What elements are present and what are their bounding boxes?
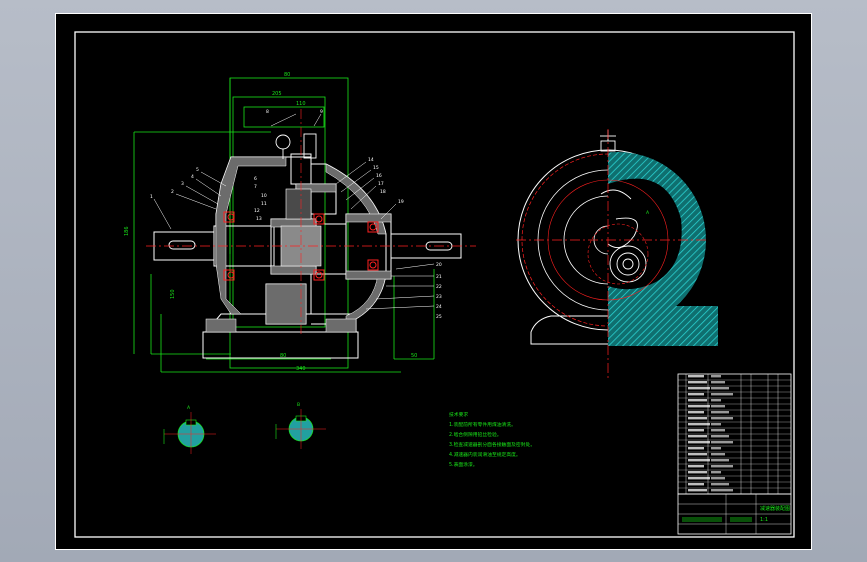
- parts-list-entry: [688, 447, 704, 450]
- svg-text:A: A: [187, 405, 191, 411]
- inner-border: [74, 31, 795, 538]
- parts-list-entry: [711, 375, 721, 378]
- svg-text:5: 5: [196, 167, 199, 173]
- parts-list-entry: [688, 375, 704, 378]
- parts-list-entry: [688, 423, 710, 426]
- parts-list-entry: [711, 447, 721, 450]
- svg-text:80: 80: [284, 72, 290, 78]
- svg-text:B: B: [297, 402, 300, 408]
- parts-list-entry: [711, 471, 721, 474]
- svg-text:8: 8: [266, 109, 269, 115]
- svg-text:2.啮合侧隙用铅丝检验。: 2.啮合侧隙用铅丝检验。: [449, 431, 502, 438]
- svg-text:19: 19: [398, 199, 404, 205]
- svg-text:A: A: [646, 210, 650, 216]
- svg-text:3: 3: [181, 181, 184, 187]
- parts-list-entry: [711, 459, 729, 462]
- title-block-scale: 1:1: [760, 517, 768, 523]
- svg-text:21: 21: [436, 274, 442, 280]
- parts-list-entry: [688, 483, 704, 486]
- parts-list-entry: [688, 459, 710, 462]
- notes-title: 技术要求: [449, 411, 468, 418]
- svg-text:2: 2: [171, 189, 174, 195]
- svg-text:17: 17: [378, 181, 384, 187]
- parts-list-entry: [711, 399, 721, 402]
- svg-text:340: 340: [296, 366, 306, 372]
- end-view: A: [516, 129, 718, 379]
- svg-text:1.装配前所有零件用煤油清洗。: 1.装配前所有零件用煤油清洗。: [449, 421, 516, 428]
- parts-list-entry: [711, 405, 725, 408]
- svg-text:110: 110: [296, 101, 306, 107]
- parts-list-entry: [711, 429, 725, 432]
- parts-list-entry: [688, 381, 707, 384]
- parts-list-entry: [711, 489, 733, 492]
- svg-text:16: 16: [376, 173, 382, 179]
- parts-list-entry: [711, 417, 733, 420]
- parts-list-entry: [688, 417, 707, 420]
- svg-text:10: 10: [261, 193, 267, 199]
- parts-list-entry: [711, 393, 733, 396]
- parts-list-entry: [688, 435, 707, 438]
- parts-list-entry: [711, 423, 721, 426]
- shaft-section-details: A B: [163, 402, 326, 454]
- parts-list-entry: [711, 483, 729, 486]
- svg-text:22: 22: [436, 284, 442, 290]
- svg-text:80: 80: [280, 353, 286, 359]
- parts-list-entry: [688, 441, 710, 444]
- svg-text:23: 23: [436, 294, 442, 300]
- svg-text:15: 15: [373, 165, 379, 171]
- parts-list-entry: [688, 393, 704, 396]
- svg-text:25: 25: [436, 314, 442, 320]
- svg-text:186: 186: [124, 226, 130, 236]
- parts-list-entry: [711, 387, 729, 390]
- parts-list-entry: [711, 453, 725, 456]
- parts-list-entry: [688, 489, 707, 492]
- parts-list-entry: [688, 405, 710, 408]
- svg-text:4.减速器内装润滑油至规定高度。: 4.减速器内装润滑油至规定高度。: [449, 451, 521, 458]
- drawing-sheet: 80 205 110 186 150 80 340 50: [55, 13, 812, 550]
- svg-text:3.检查减速器剖分面各接触面及密封处。: 3.检查减速器剖分面各接触面及密封处。: [449, 441, 535, 448]
- title-block-name: 减速器装配图: [760, 505, 790, 512]
- parts-list-entry: [688, 471, 707, 474]
- svg-text:24: 24: [436, 304, 442, 310]
- parts-list-entry: [688, 399, 707, 402]
- parts-list-entry: [711, 435, 729, 438]
- parts-list-entry: [711, 441, 733, 444]
- svg-text:20: 20: [436, 262, 442, 268]
- section-view: 80 205 110 186 150 80 340 50: [124, 72, 476, 373]
- svg-text:150: 150: [170, 289, 176, 299]
- svg-text:50: 50: [411, 353, 417, 359]
- parts-list-entry: [711, 465, 733, 468]
- svg-text:11: 11: [261, 201, 267, 207]
- svg-text:1: 1: [150, 194, 153, 200]
- svg-text:205: 205: [272, 91, 282, 97]
- svg-text:7: 7: [254, 184, 257, 190]
- svg-text:9: 9: [320, 109, 323, 115]
- svg-text:18: 18: [380, 189, 386, 195]
- svg-text:4: 4: [191, 174, 194, 180]
- parts-list-entry: [711, 477, 725, 480]
- svg-text:14: 14: [368, 157, 374, 163]
- parts-list-entry: [688, 477, 710, 480]
- svg-text:12: 12: [254, 208, 260, 214]
- parts-list-entry: [688, 465, 704, 468]
- parts-list-entry: [711, 381, 725, 384]
- title-block: 减速器装配图 1:1: [677, 493, 792, 535]
- parts-list-entry: [711, 411, 729, 414]
- parts-list: [677, 373, 792, 495]
- technical-notes: 技术要求 1.装配前所有零件用煤油清洗。 2.啮合侧隙用铅丝检验。 3.检查减速…: [449, 411, 535, 468]
- parts-list-entry: [688, 453, 707, 456]
- parts-list-entry: [688, 387, 710, 390]
- svg-text:5.表面涂漆。: 5.表面涂漆。: [449, 461, 478, 468]
- parts-list-entry: [688, 429, 704, 432]
- svg-text:13: 13: [256, 216, 262, 222]
- assembly-drawing: 80 205 110 186 150 80 340 50: [74, 31, 795, 538]
- svg-text:6: 6: [254, 176, 257, 182]
- parts-list-entry: [688, 411, 704, 414]
